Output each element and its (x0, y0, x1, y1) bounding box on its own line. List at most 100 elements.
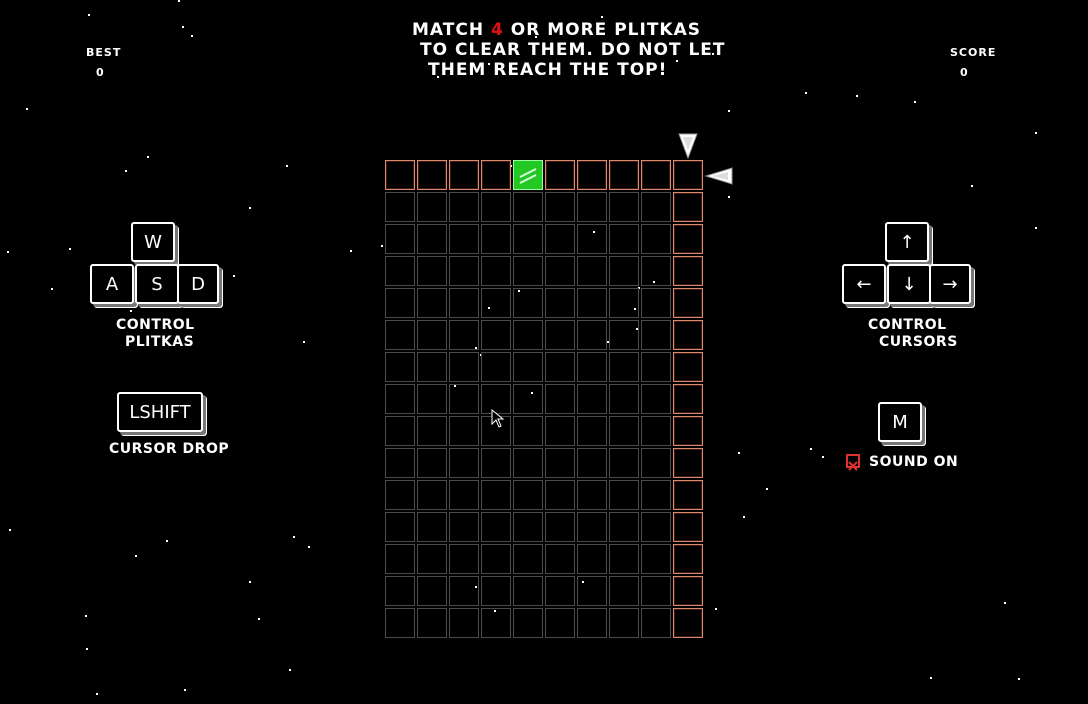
control-cursors-line-1: CONTROL (868, 317, 947, 333)
star (258, 618, 260, 620)
star (85, 615, 87, 617)
board-cell (513, 352, 543, 382)
star (531, 392, 533, 394)
board-cell (545, 224, 575, 254)
star (166, 540, 168, 542)
board-cell (417, 416, 447, 446)
board-cell (609, 192, 639, 222)
star (510, 165, 512, 167)
star (51, 288, 53, 290)
board-cell (449, 288, 479, 318)
star (475, 347, 477, 349)
board-cell (673, 512, 703, 542)
board-cell (449, 608, 479, 638)
control-plitkas-line-1: CONTROL (116, 317, 195, 333)
board-cell (577, 416, 607, 446)
board-cell (673, 480, 703, 510)
board-cell (417, 160, 447, 190)
board-cell (417, 288, 447, 318)
board-cell (577, 544, 607, 574)
board-cell (513, 576, 543, 606)
board-cell (673, 608, 703, 638)
board-cell (545, 256, 575, 286)
board-cell (449, 448, 479, 478)
star (535, 36, 537, 38)
sound-toggle-checkbox[interactable] (846, 454, 860, 471)
board-cell (449, 352, 479, 382)
board-cell (673, 576, 703, 606)
board-cell (449, 160, 479, 190)
board-cell (513, 384, 543, 414)
board-cell (449, 384, 479, 414)
board-cell (609, 256, 639, 286)
board-cell (609, 576, 639, 606)
board-cell (609, 160, 639, 190)
board-cell (385, 160, 415, 190)
star (601, 16, 603, 18)
board-cell (481, 352, 511, 382)
board-cell (385, 224, 415, 254)
board-cell (513, 224, 543, 254)
star (184, 689, 186, 691)
board-cell (417, 512, 447, 542)
board-cell (545, 512, 575, 542)
board-cell (609, 544, 639, 574)
star (593, 231, 595, 233)
board-cell (609, 416, 639, 446)
key-lshift: LSHIFT (117, 392, 203, 432)
star (454, 385, 456, 387)
board-cell (513, 448, 543, 478)
board-cell (641, 160, 671, 190)
board-cell (545, 544, 575, 574)
board-cell (545, 352, 575, 382)
board-cell (577, 608, 607, 638)
board-cell (449, 224, 479, 254)
star (634, 308, 636, 310)
star (437, 76, 439, 78)
board-cell (609, 288, 639, 318)
board-cell (545, 416, 575, 446)
board-cell (449, 192, 479, 222)
board-cell (513, 288, 543, 318)
board-cell (641, 448, 671, 478)
board-cell (513, 544, 543, 574)
key-arrow-right: → (929, 264, 971, 304)
star (178, 0, 180, 2)
key-arrow-left: ← (842, 264, 886, 304)
board-cell (481, 480, 511, 510)
board-cell (385, 384, 415, 414)
star (971, 185, 973, 187)
star (582, 581, 584, 583)
board-cell (385, 320, 415, 350)
star (638, 287, 640, 289)
star (381, 245, 383, 247)
star (1035, 227, 1037, 229)
board-cell (641, 288, 671, 318)
cursor-drop-label: CURSOR DROP (109, 441, 230, 457)
star (636, 328, 638, 330)
game-board[interactable] (385, 160, 705, 640)
board-cell (385, 608, 415, 638)
board-cell (641, 384, 671, 414)
key-a: A (90, 264, 134, 304)
star (930, 677, 932, 679)
board-cell (673, 160, 703, 190)
board-cell (417, 608, 447, 638)
star (249, 581, 251, 583)
key-d: D (177, 264, 219, 304)
star (743, 516, 745, 518)
star (728, 196, 730, 198)
board-cell (577, 448, 607, 478)
board-cell (673, 256, 703, 286)
board-cell (449, 416, 479, 446)
sound-on-label[interactable]: SOUND ON (869, 454, 959, 470)
board-cell (641, 256, 671, 286)
score-label: SCORE (950, 46, 997, 59)
star (308, 546, 310, 548)
star (9, 529, 11, 531)
board-cell (609, 608, 639, 638)
star (810, 448, 812, 450)
star (1004, 602, 1006, 604)
board-cell (609, 320, 639, 350)
board-cell (577, 224, 607, 254)
